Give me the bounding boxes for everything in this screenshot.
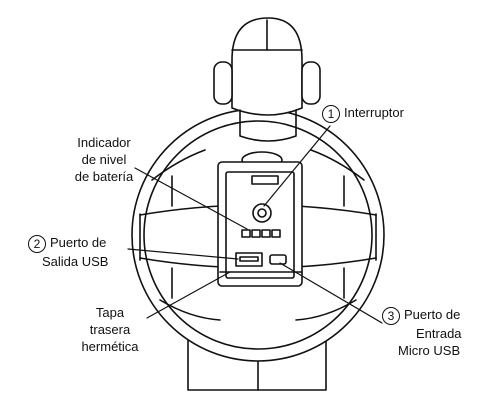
callout-tapa-line: hermética [81, 339, 139, 354]
callout-puerto-entrada-line: Puerto de [404, 307, 461, 322]
callout-puerto-entrada-line: Entrada [416, 325, 462, 341]
leader-lines [127, 125, 383, 324]
back-panel [217, 161, 303, 287]
micro-usb-input-port[interactable] [269, 254, 287, 265]
callout-tapa-line: Tapa [95, 305, 125, 320]
callout-tapa: Tapa trasera hermética [70, 304, 150, 355]
callout-indicador-line: de batería [74, 169, 134, 184]
callout-puerto-salida-line: Salida USB [42, 253, 109, 269]
callout-puerto-salida: 2 Puerto de Salida USB [28, 234, 108, 270]
callout-puerto-entrada-line: Micro USB [398, 342, 461, 358]
callout-indicador: Indicador de nivel de batería [58, 134, 150, 185]
callout-number-2: 2 [28, 234, 46, 253]
power-switch[interactable] [252, 203, 272, 223]
usb-output-port[interactable] [235, 252, 263, 267]
callout-number-3: 3 [382, 306, 400, 325]
callout-indicador-line: de nivel [81, 152, 127, 167]
callout-tapa-line: trasera [89, 322, 131, 337]
callout-puerto-entrada: 3 Puerto de Entrada Micro USB [382, 306, 462, 359]
callout-indicador-line: Indicador [77, 135, 131, 150]
battery-indicator [241, 229, 281, 238]
callout-interruptor: 1 Interruptor [322, 104, 404, 123]
callout-interruptor-label: Interruptor [344, 105, 404, 120]
callout-number-1: 1 [322, 104, 340, 123]
callout-puerto-salida-line: Puerto de [50, 235, 107, 250]
